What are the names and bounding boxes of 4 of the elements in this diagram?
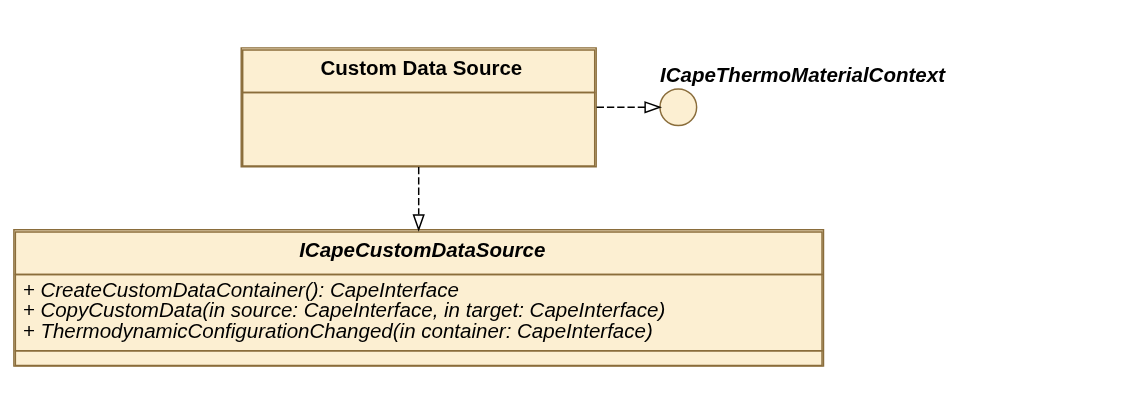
- arrow: [412, 166, 425, 232]
- node-label: ICapeThermoMaterialContext: [659, 62, 945, 86]
- node-circle: [659, 88, 698, 127]
- arrow: [595, 101, 663, 114]
